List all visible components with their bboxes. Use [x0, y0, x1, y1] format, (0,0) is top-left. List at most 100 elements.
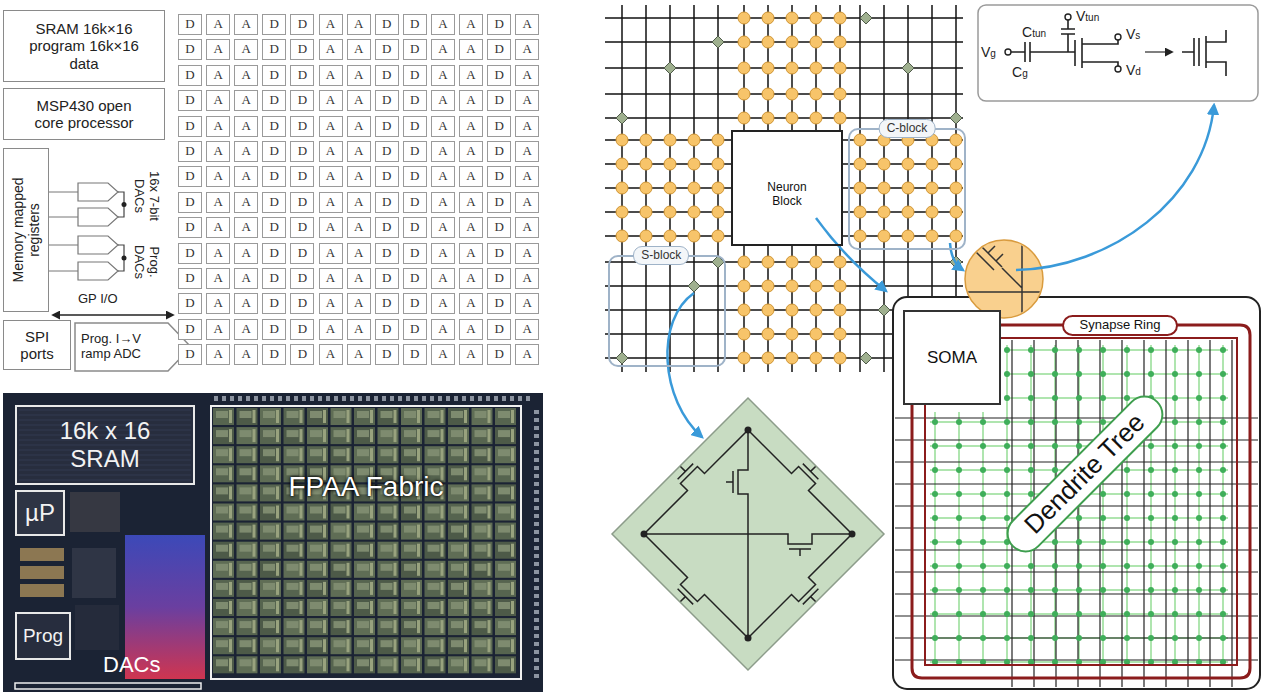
fabric-cell: A: [347, 319, 371, 340]
fabric-tile-bar: [394, 601, 397, 614]
node-text: A: [438, 17, 447, 32]
fabric-tile-bar: [511, 525, 514, 538]
fabric-tile: [260, 523, 281, 540]
fabric-cell: A: [206, 192, 230, 213]
switch-dot: [810, 304, 822, 316]
switch-dot: [762, 88, 774, 100]
fabric-tile: [354, 561, 375, 578]
node-text: D: [494, 17, 503, 32]
fabric-cell: A: [347, 14, 371, 35]
node-text: D: [382, 246, 391, 261]
fabric-tile: [448, 618, 469, 635]
fabric-tile: [331, 408, 352, 425]
node-text: D: [410, 119, 419, 134]
fabric-tile-core: [334, 602, 346, 609]
fabric-tile-bar: [253, 563, 256, 576]
fabric-tile-bar: [253, 639, 256, 652]
switch-dot: [616, 182, 628, 194]
node-text: A: [241, 296, 250, 311]
dendrite-node: [1196, 467, 1202, 473]
switch-dot: [834, 112, 846, 124]
node-text: A: [326, 322, 335, 337]
fabric-cell: D: [403, 293, 427, 314]
bond-pad: [446, 396, 450, 401]
fabric-tile: [472, 561, 493, 578]
fabric-tile-bar: [370, 525, 373, 538]
fabric-tile: [284, 580, 305, 597]
node-text: A: [522, 169, 531, 184]
switch-dot: [738, 304, 750, 316]
zoom-transistor: [976, 246, 1003, 270]
fabric-tile-bar: [441, 410, 444, 423]
fabric-cell: D: [375, 141, 399, 162]
fabric-tile: [401, 618, 422, 635]
fabric-tile-core: [240, 507, 252, 514]
switch-dot: [786, 328, 798, 340]
fabric-cell: A: [319, 116, 343, 137]
sram-texture: [19, 475, 191, 476]
node-text: D: [382, 68, 391, 83]
fabric-tile-core: [334, 411, 346, 418]
fabric-tile-core: [216, 640, 228, 647]
node-text: D: [270, 119, 279, 134]
fabric-cell: D: [290, 39, 314, 60]
node-text: A: [241, 246, 250, 261]
fabric-cell: A: [234, 217, 258, 238]
switch-dot: [762, 304, 774, 316]
node-text: A: [326, 17, 335, 32]
fabric-tile-bar: [441, 639, 444, 652]
adc-pentagon: Prog. I→V ramp ADC: [74, 322, 192, 372]
fabric-tile-core: [381, 640, 393, 647]
switch-dot: [786, 112, 798, 124]
fabric-cell: A: [234, 166, 258, 187]
fabric-cell: D: [375, 90, 399, 111]
fabric-cell: D: [403, 39, 427, 60]
node-text: D: [382, 220, 391, 235]
bond-pad: [534, 594, 539, 598]
dendrite-node: [1220, 587, 1226, 593]
fabric-tile-core: [475, 621, 487, 628]
terminal: [1115, 34, 1121, 40]
dendrite-node: [1172, 635, 1178, 641]
node-text: SPI ports: [11, 328, 63, 363]
fabric-tile: [307, 599, 328, 616]
register-wire: [49, 245, 78, 246]
fabric-tile-bar: [488, 525, 491, 538]
fabric-cell: D: [403, 268, 427, 289]
fabric-tile-core: [451, 621, 463, 628]
switch-dot: [926, 230, 938, 242]
fabric-tile-bar: [417, 429, 420, 442]
signal-name: Vg: [981, 44, 996, 62]
fabric-tile: [401, 542, 422, 559]
switch-diamond: [950, 112, 962, 124]
fabric-tile-core: [357, 411, 369, 418]
dendrite-node: [1076, 443, 1082, 449]
fabric-tile: [378, 408, 399, 425]
fabric-cell: D: [290, 268, 314, 289]
bond-pad: [326, 396, 330, 401]
fabric-tile-core: [428, 507, 440, 514]
dendrite-node: [1004, 467, 1010, 473]
switch-dot: [926, 182, 938, 194]
fabric-tile: [448, 637, 469, 654]
dendrite-node: [1220, 539, 1226, 545]
fabric-cell: A: [347, 217, 371, 238]
switch-dot: [878, 158, 890, 170]
switch-dot: [664, 134, 676, 146]
chip-block: [20, 566, 64, 579]
fabric-tile-core: [404, 545, 416, 552]
fabric-cell: D: [290, 243, 314, 264]
dendrite-node: [1172, 467, 1178, 473]
fabric-tile-core: [498, 659, 510, 666]
fabric-tile-bar: [511, 639, 514, 652]
fabric-tile-bar: [253, 620, 256, 633]
fabric-tile-core: [381, 583, 393, 590]
fabric-tile-core: [475, 468, 487, 475]
fabric-tile-bar: [417, 601, 420, 614]
fabric-tile-bar: [229, 620, 232, 633]
node-text: D: [494, 144, 503, 159]
dendrite-node: [956, 611, 962, 617]
fabric-tile: [237, 446, 258, 463]
fabric-tile-core: [263, 545, 275, 552]
routing-track: [605, 41, 963, 43]
